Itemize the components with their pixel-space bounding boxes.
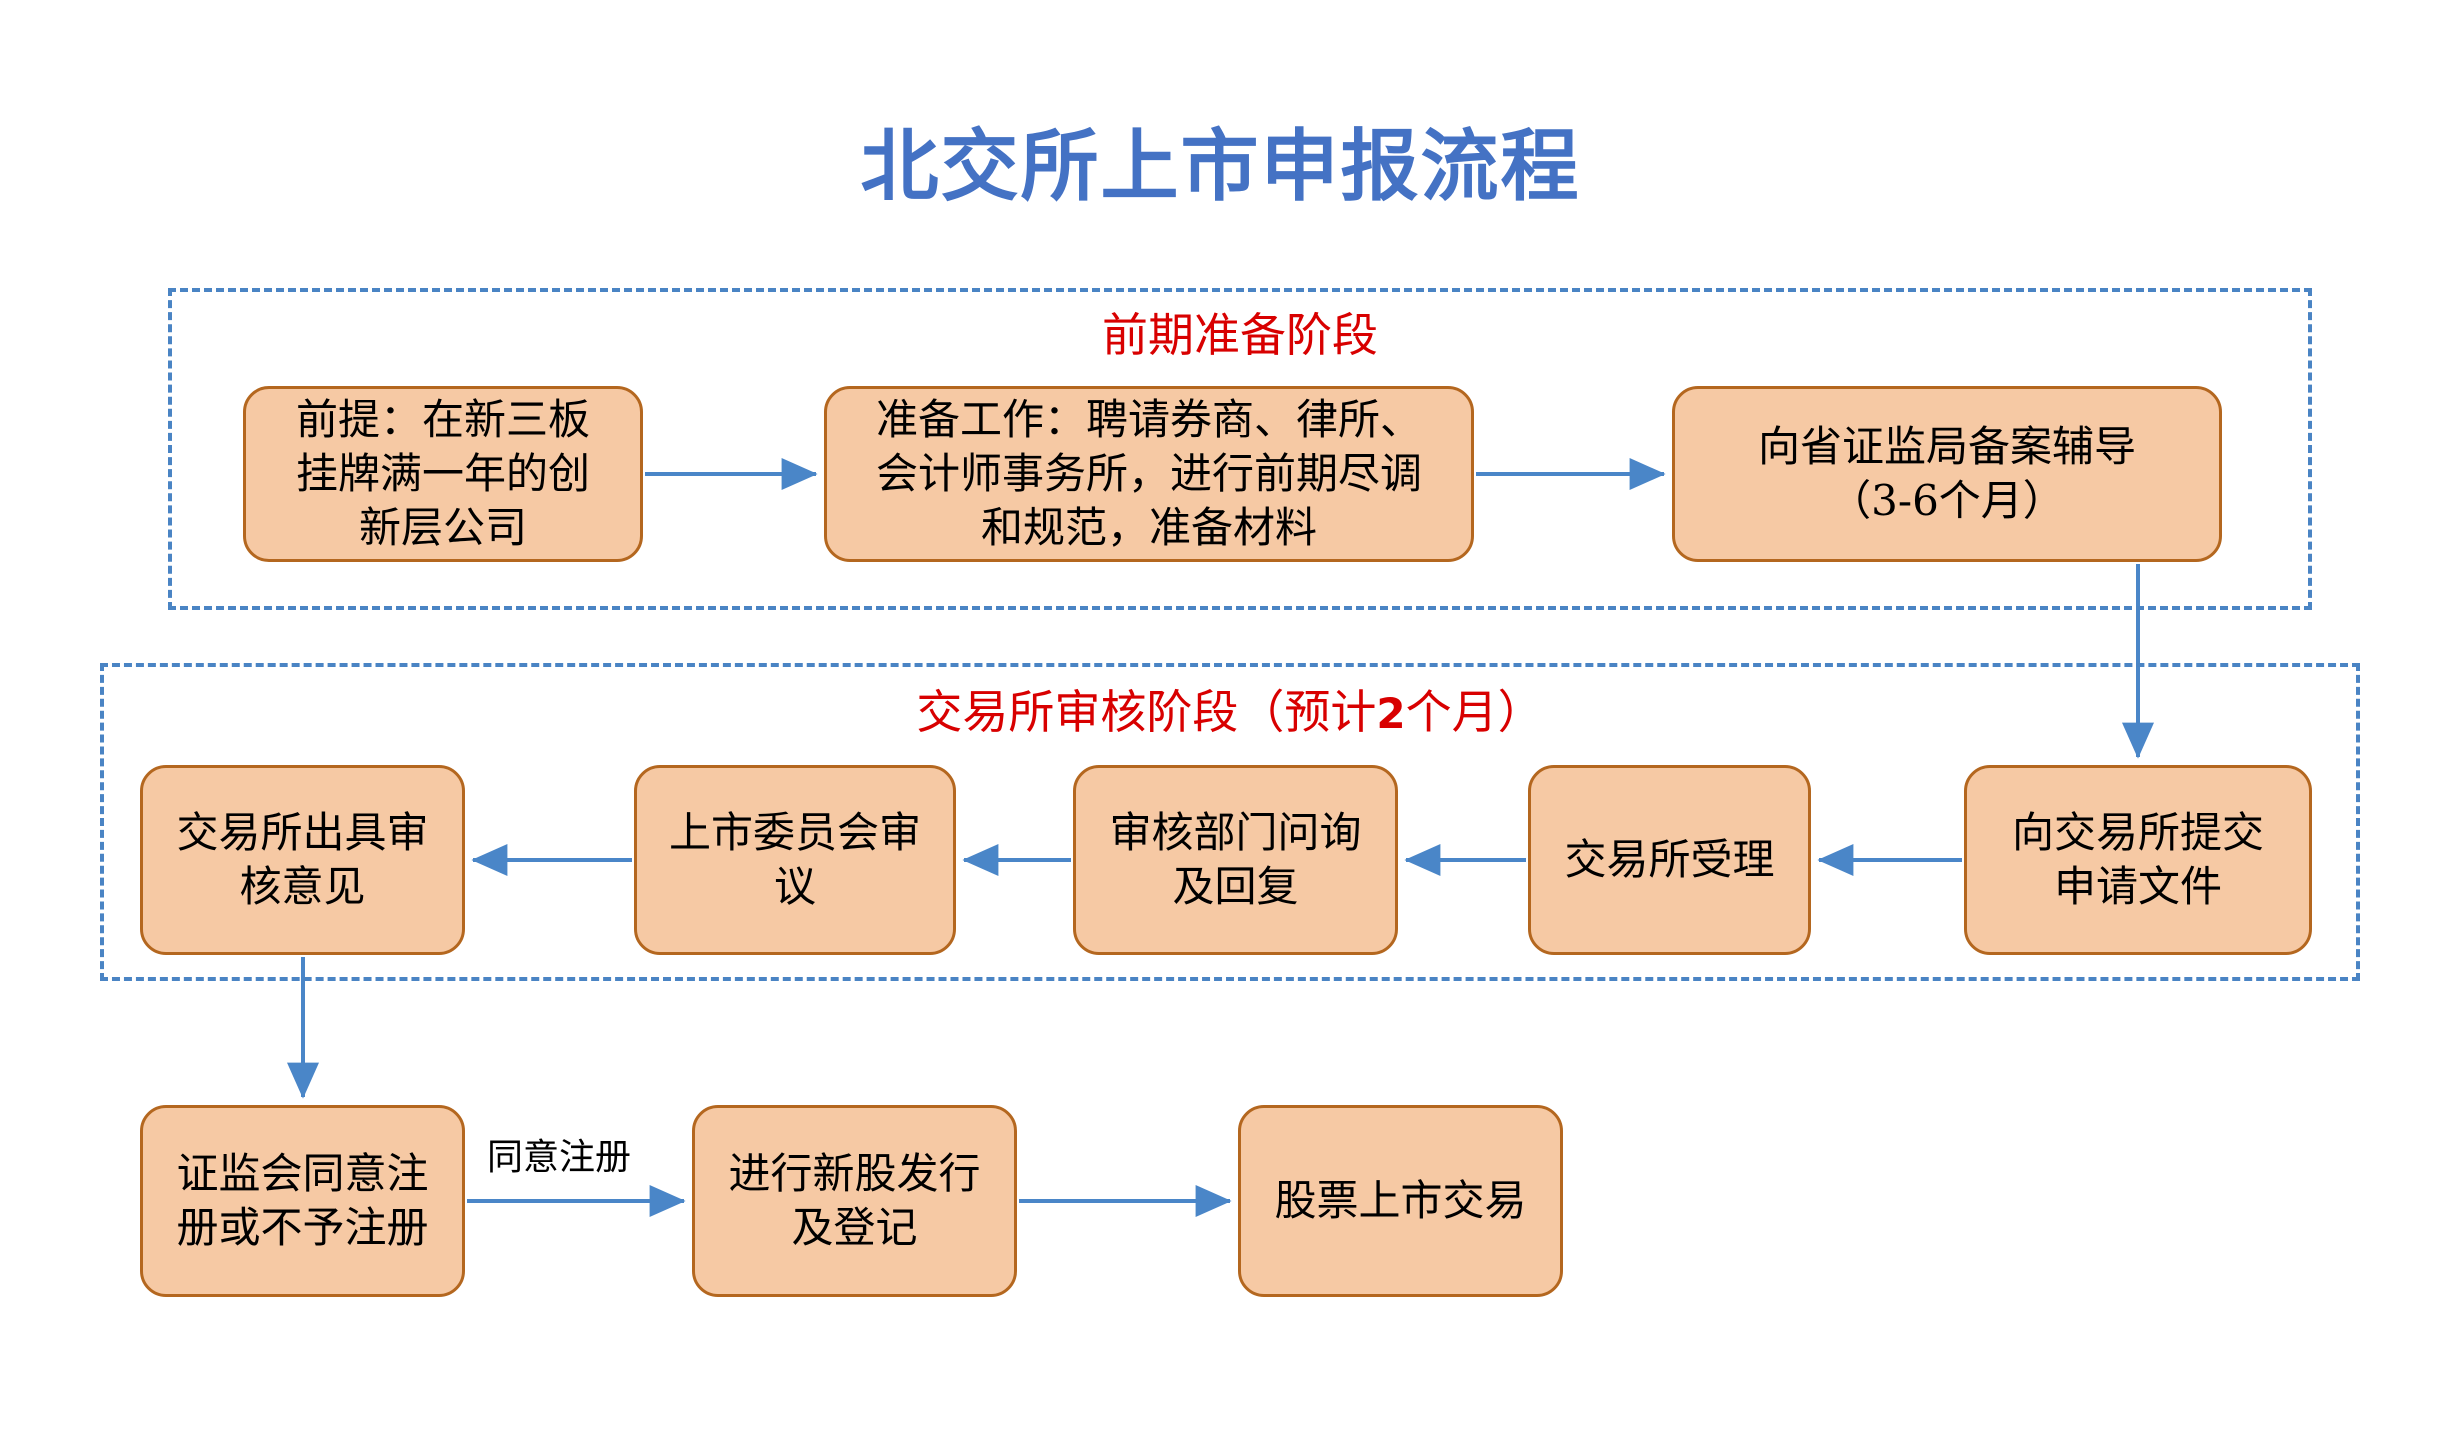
stage-label-exchange-review: 交易所审核阶段（预计2个月） (104, 689, 2356, 735)
process-node-premise[interactable]: 前提：在新三板 挂牌满一年的创 新层公司 (243, 386, 643, 562)
process-node-preparation-work[interactable]: 准备工作：聘请券商、律所、 会计师事务所，进行前期尽调 和规范，准备材料 (824, 386, 1474, 562)
process-node-stock-listed[interactable]: 股票上市交易 (1238, 1105, 1563, 1297)
stage-label-preparation: 前期准备阶段 (1102, 308, 1378, 362)
process-node-submit-application-text: 向交易所提交 申请文件 (2011, 808, 2264, 911)
process-node-provincial-csrc-filing[interactable]: 向省证监局备案辅导 （3-6个月） (1672, 386, 2222, 562)
stage-label-exchange-review-prefix: 交易所审核阶段（预计 (916, 685, 1377, 739)
process-node-provincial-csrc-filing-text: 向省证监局备案辅导 （3-6个月） (1757, 422, 2136, 525)
process-node-exchange-review-opinion[interactable]: 交易所出具审 核意见 (140, 765, 465, 955)
process-node-share-issuance-text: 进行新股发行 及登记 (728, 1149, 981, 1252)
process-node-submit-application[interactable]: 向交易所提交 申请文件 (1964, 765, 2312, 955)
process-node-csrc-registration[interactable]: 证监会同意注 册或不予注册 (140, 1105, 465, 1297)
process-node-share-issuance[interactable]: 进行新股发行 及登记 (692, 1105, 1017, 1297)
process-node-exchange-acceptance-text: 交易所受理 (1564, 835, 1775, 885)
process-node-premise-text: 前提：在新三板 挂牌满一年的创 新层公司 (295, 395, 590, 552)
process-node-exchange-review-opinion-text: 交易所出具审 核意见 (176, 808, 429, 911)
process-node-csrc-registration-text: 证监会同意注 册或不予注册 (176, 1149, 429, 1252)
process-node-review-inquiry[interactable]: 审核部门问询 及回复 (1073, 765, 1398, 955)
stage-label-exchange-review-suffix: 个月） (1405, 685, 1544, 739)
process-node-exchange-acceptance[interactable]: 交易所受理 (1528, 765, 1811, 955)
stage-container-exchange-review: 交易所审核阶段（预计2个月） (100, 663, 2360, 981)
stage-container-preparation: 前期准备阶段 (168, 288, 2312, 610)
stage-label-exchange-review-months: 2 (1376, 689, 1406, 738)
process-node-listing-committee[interactable]: 上市委员会审 议 (634, 765, 956, 955)
process-node-listing-committee-text: 上市委员会审 议 (668, 808, 921, 911)
process-node-review-inquiry-text: 审核部门问询 及回复 (1109, 808, 1362, 911)
page-title: 北交所上市申报流程 (860, 122, 1581, 212)
process-node-stock-listed-text: 股票上市交易 (1274, 1176, 1527, 1226)
edge-label-approve-registration: 同意注册 (487, 1137, 632, 1178)
process-node-preparation-work-text: 准备工作：聘请券商、律所、 会计师事务所，进行前期尽调 和规范，准备材料 (875, 395, 1422, 552)
